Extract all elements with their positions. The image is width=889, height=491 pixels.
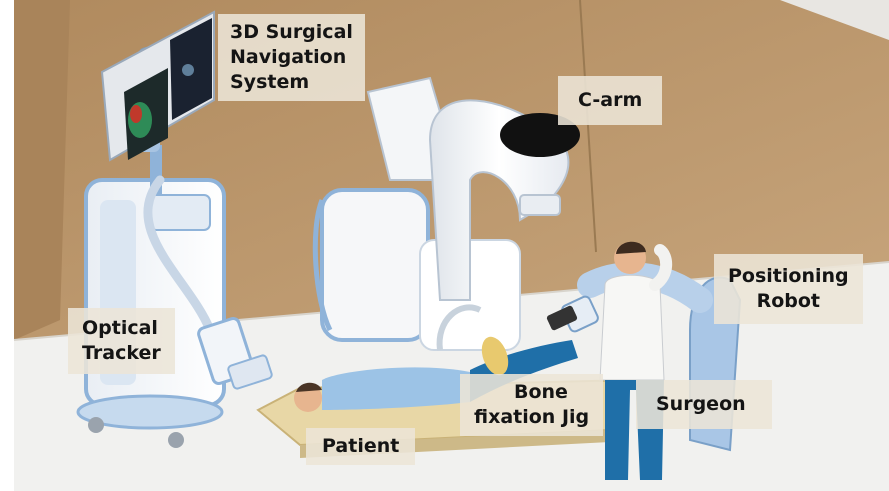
label-surgeon: Surgeon [636, 380, 772, 429]
label-optical-tracker-line-1: Optical [82, 316, 161, 341]
label-positioning-robot: Positioning Robot [714, 254, 863, 324]
label-navigation-system-line-3: System [230, 70, 353, 95]
label-positioning-robot-line-2: Robot [728, 289, 849, 314]
label-surgeon-line-1: Surgeon [656, 392, 752, 417]
label-c-arm-line-1: C-arm [578, 88, 642, 113]
label-bone-fixation-jig-line-2: fixation Jig [474, 405, 589, 430]
label-optical-tracker: Optical Tracker [68, 308, 175, 374]
label-navigation-system-line-1: 3D Surgical [230, 20, 353, 45]
label-bone-fixation-jig: Bone fixation Jig [460, 374, 603, 436]
label-navigation-system: 3D Surgical Navigation System [218, 14, 365, 101]
label-bone-fixation-jig-line-1: Bone [474, 380, 589, 405]
label-optical-tracker-line-2: Tracker [82, 341, 161, 366]
label-patient-line-1: Patient [322, 434, 399, 459]
label-positioning-robot-line-1: Positioning [728, 264, 849, 289]
label-patient: Patient [306, 428, 415, 465]
label-navigation-system-line-2: Navigation [230, 45, 353, 70]
label-c-arm: C-arm [558, 76, 662, 125]
